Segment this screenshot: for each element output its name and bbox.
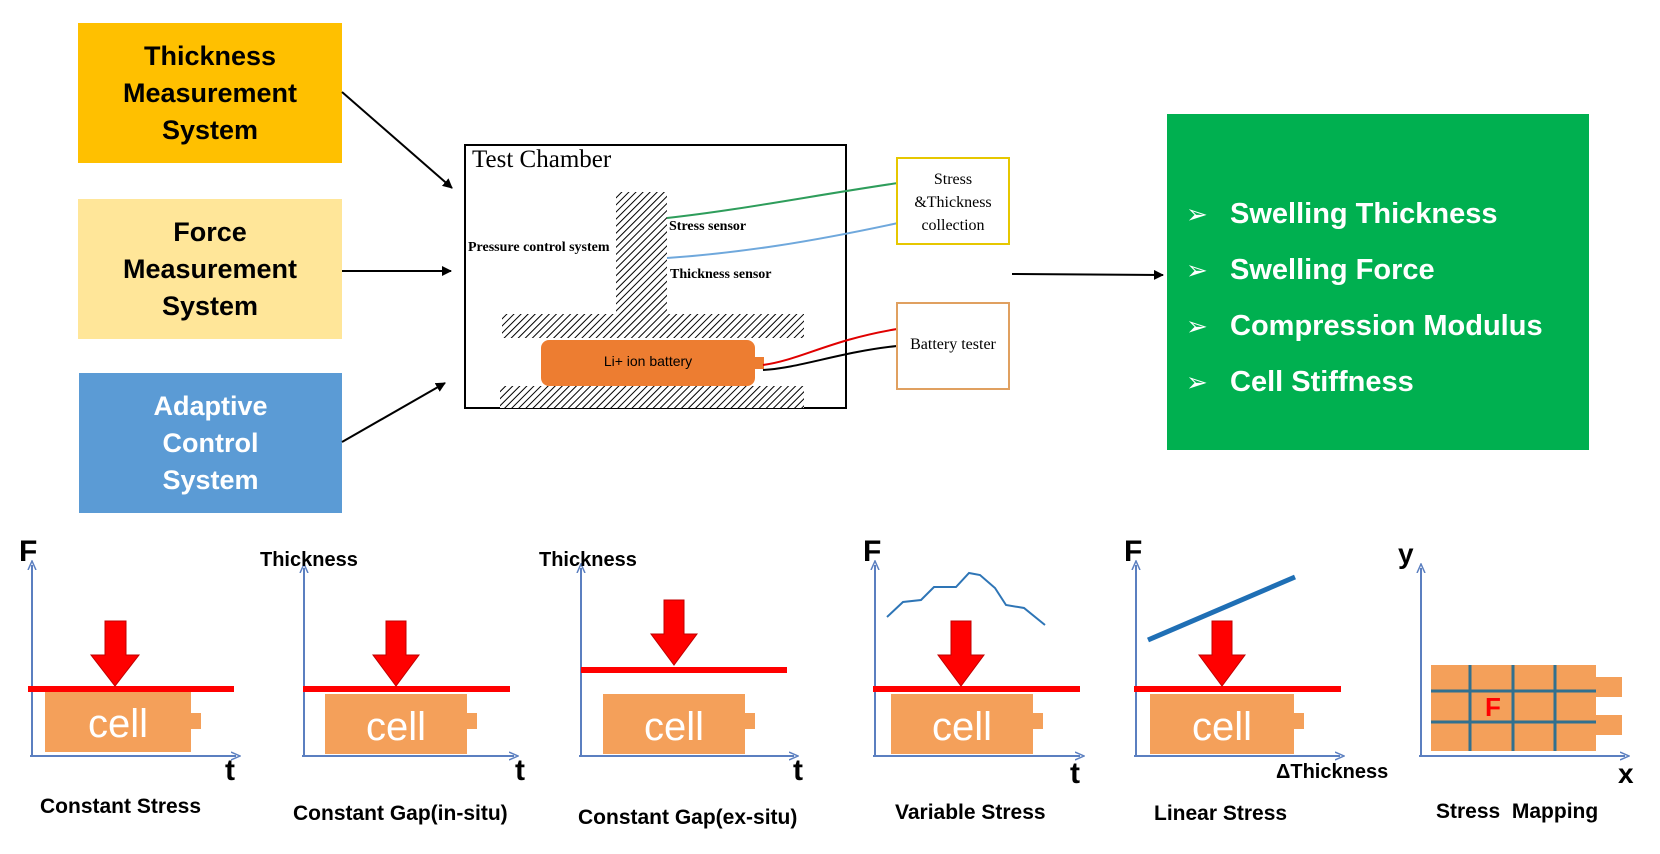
mode-4-y-label: F — [863, 535, 882, 568]
thickness-measurement-system-box: Thickness Measurement System — [78, 23, 342, 163]
mode-5-x-label: ΔThickness — [1276, 761, 1389, 783]
li-ion-battery-label: Li+ ion battery — [603, 353, 693, 369]
cell-label: cell — [644, 705, 704, 749]
outputs-list: ➢ Swelling Thickness ➢ Swelling Force ➢ Com… — [1186, 186, 1543, 410]
output-label: Cell Stiffness — [1230, 365, 1414, 398]
arrow-chamber-to-outputs — [1011, 269, 1164, 280]
cell-body — [891, 694, 1033, 754]
force-measurement-system-box: Force Measurement System — [78, 199, 342, 339]
mode-constant-gap-ex-situ: cell — [579, 568, 794, 756]
test-setup-diagram — [341, 91, 1164, 443]
battery-black-wire — [762, 345, 898, 371]
upper-plate — [502, 314, 804, 338]
stress-thickness-collection-box — [896, 157, 1010, 245]
cell-terminal — [1294, 713, 1304, 729]
test-chamber-title: Test Chamber — [472, 146, 612, 173]
down-arrow-icon — [372, 620, 420, 687]
mode-3-y-label: Thickness — [539, 549, 637, 571]
battery-terminal — [755, 357, 764, 369]
mode-2-y-label: Thickness — [260, 549, 358, 571]
linear-stress-line — [1147, 574, 1296, 643]
mode-constant-gap-in-situ: cell — [302, 568, 514, 756]
arrow-bullet-icon: ➢ — [1186, 310, 1208, 341]
mode-6-caption: Stress Mapping — [1436, 800, 1599, 823]
cell-label: cell — [88, 702, 148, 746]
mapping-tab-top — [1596, 677, 1622, 697]
down-arrow-icon — [1198, 620, 1246, 687]
mode-4-x-label: t — [1070, 757, 1080, 790]
cell-terminal — [745, 713, 755, 729]
arrow-thickness-to-chamber — [341, 91, 453, 189]
cell-terminal — [467, 713, 477, 729]
mode-5-caption: Linear Stress — [1154, 802, 1288, 825]
adaptive-control-system-box: Adaptive Control System — [79, 373, 342, 513]
collection-line-1: Stress — [933, 171, 973, 188]
stress-sensor-label: Stress sensor — [669, 219, 747, 234]
mode-4-caption: Variable Stress — [895, 801, 1046, 824]
test-modes-diagram: cell cell cell cell — [0, 520, 1660, 854]
output-label: Swelling Force — [1230, 253, 1435, 286]
pressure-control-label: Pressure control system — [468, 240, 610, 255]
collection-line-3: collection — [921, 217, 985, 234]
mapping-force-label: F — [1485, 692, 1501, 722]
thickness-sensor-label: Thickness sensor — [670, 267, 772, 282]
mode-1-x-label: t — [225, 754, 235, 787]
cell-body — [325, 694, 467, 754]
output-label: Swelling Thickness — [1230, 197, 1498, 230]
collection-line-2: &Thickness — [914, 194, 992, 211]
cell-body — [603, 694, 745, 754]
mode-stress-mapping: F — [1419, 568, 1625, 756]
mode-3-x-label: t — [793, 754, 803, 787]
pressure-column — [616, 192, 667, 314]
arrow-bullet-icon: ➢ — [1186, 198, 1208, 229]
output-item: ➢ Cell Stiffness — [1186, 354, 1543, 410]
cell-terminal — [191, 713, 201, 729]
cell-terminal — [1033, 713, 1043, 729]
mode-6-x-label: x — [1618, 758, 1634, 789]
cell-label: cell — [366, 705, 426, 749]
mapping-tab-bottom — [1596, 715, 1622, 735]
arrow-bullet-icon: ➢ — [1186, 366, 1208, 397]
mode-3-caption: Constant Gap(ex-situ) — [578, 806, 798, 829]
output-label: Compression Modulus — [1230, 309, 1543, 342]
outputs-panel: ➢ Swelling Thickness ➢ Swelling Force ➢ Com… — [1167, 114, 1589, 450]
cell-body — [1150, 694, 1294, 754]
variable-stress-curve — [886, 571, 1046, 626]
output-item: ➢ Swelling Force — [1186, 242, 1543, 298]
lower-plate — [500, 386, 804, 408]
mode-6-y-label: y — [1398, 538, 1414, 569]
down-arrow-icon — [650, 599, 698, 666]
arrow-bullet-icon: ➢ — [1186, 254, 1208, 285]
down-arrow-icon — [89, 620, 141, 687]
cell-label: cell — [932, 705, 992, 749]
mode-1-y-label: F — [19, 535, 38, 568]
mode-variable-stress: cell — [873, 565, 1080, 756]
thickness-sensor-wire — [666, 222, 899, 259]
cell-body — [45, 692, 191, 752]
mapping-grid — [1431, 665, 1596, 751]
output-item: ➢ Swelling Thickness — [1186, 186, 1543, 242]
output-item: ➢ Compression Modulus — [1186, 298, 1543, 354]
battery-tester-box — [896, 302, 1010, 390]
down-arrow-icon — [937, 620, 985, 687]
mode-2-x-label: t — [515, 754, 525, 787]
cell-label: cell — [1192, 705, 1252, 749]
mode-5-y-label: F — [1124, 535, 1143, 568]
battery-tester-label: Battery tester — [910, 336, 996, 353]
battery-red-wire — [762, 328, 898, 366]
mode-constant-stress: cell — [28, 565, 236, 756]
collection-label: Stress &Thickness collection — [897, 168, 1009, 237]
mode-linear-stress: cell — [1134, 565, 1341, 756]
mode-2-caption: Constant Gap(in-situ) — [293, 802, 508, 825]
li-ion-battery-body — [541, 340, 755, 386]
stress-sensor-wire — [666, 182, 899, 219]
arrow-control-to-chamber — [341, 382, 446, 443]
mode-1-caption: Constant Stress — [40, 795, 202, 818]
